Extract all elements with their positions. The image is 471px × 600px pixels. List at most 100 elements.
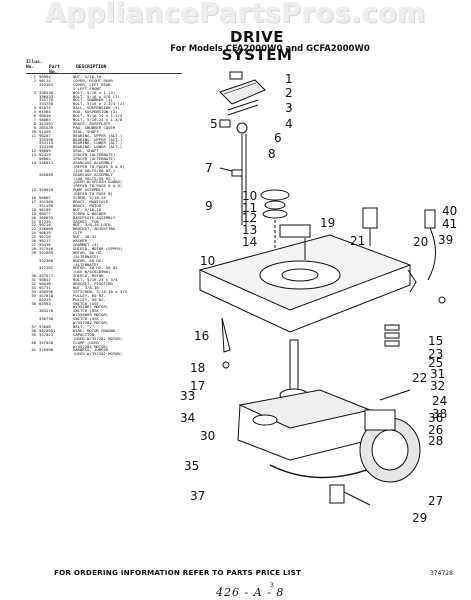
row-no: 12: [31, 149, 36, 154]
row-desc: BOLT, 5/16-24 x 1-3/8: [73, 117, 123, 122]
row-no: 13: [31, 153, 36, 158]
row-desc: PULLEY, 60 HZ.: [73, 293, 106, 298]
row-pn: 98063: [39, 117, 51, 122]
row-desc: SPACER (ALTERNATE): [73, 157, 116, 161]
ordering-note: FOR ORDERING INFORMATION REFER TO PARTS …: [54, 568, 302, 577]
row-desc: WIRE, MOTOR GROUND: [73, 328, 116, 333]
callout-25: 25: [428, 356, 443, 370]
callout-27: 27: [428, 494, 443, 508]
row-pn: 95731: [39, 285, 51, 290]
row-desc: CLIP: [73, 231, 83, 236]
callout-5: 5: [210, 117, 218, 131]
row-pn: 385889: [39, 172, 54, 177]
row-pn: 98048: [39, 114, 51, 118]
parts-list-row: (ALTERNATE): [26, 263, 182, 267]
row-no: 32: [31, 282, 36, 286]
callout-17: 17: [190, 379, 205, 393]
row-desc: COVER, LEFT REAR: [73, 82, 111, 87]
row-no: 3: [33, 90, 36, 95]
row-no: 11: [31, 133, 36, 138]
row-desc: BASEPLATE ASSEMBLY: [73, 215, 116, 220]
callout-15: 15: [428, 334, 443, 348]
row-no: 28: [31, 246, 36, 251]
row-desc: BEARING, LOWER (ALT.): [73, 141, 123, 146]
callout-39: 39: [438, 233, 453, 247]
row-no: 35: [31, 293, 36, 298]
row-desc: ROD, SUSPENSION (3): [73, 110, 118, 115]
row-desc: BRACE, MANIFOLD: [73, 200, 109, 204]
row-no: 40: [31, 340, 36, 345]
parts-list-row: W/356689 MOTOR): [26, 313, 182, 317]
row-pn: 336533: [39, 94, 54, 99]
row-no: 8: [33, 121, 36, 126]
row-no: 2: [33, 78, 36, 83]
parts-list-row: W/357282 MOTOR): [26, 321, 182, 325]
row-no: 23: [31, 227, 36, 232]
row-desc: GASKET, TUB: [73, 219, 99, 224]
row-desc: (ALTERNATE): [73, 254, 99, 259]
page-number: 3: [270, 582, 274, 589]
row-pn: 96867: [39, 196, 51, 200]
callout-11: 11: [242, 201, 257, 215]
row-desc: NUT, 3/8-16 LOCK: [73, 223, 111, 228]
row-desc: PULLEY, 50 HZ.: [73, 297, 106, 302]
row-no: 21: [31, 219, 36, 224]
callout-33: 33: [180, 389, 195, 403]
row-pn: 96877: [39, 211, 51, 216]
callout-8: 8: [268, 147, 276, 161]
row-desc: BOLT, 5/16-24 x 3/4: [73, 278, 118, 283]
row-pn: 9820951: [39, 328, 56, 333]
row-pn: 91058: [39, 129, 51, 134]
parts-list-row: (REFER TO PAGE 8 & 9): [26, 184, 182, 188]
exploded-parts-diagram: 1 2 3 4 5 6 7 8 9 10 11 12 13 14 15 16 1…: [180, 71, 457, 525]
row-desc: NUT, 5/16-18: [73, 75, 102, 79]
row-pn: 96619: [39, 231, 51, 236]
callout-34: 34: [180, 411, 195, 425]
row-no: 31: [31, 278, 36, 283]
row-desc: BRACE, MOTOR: [73, 203, 102, 208]
row-desc: SCREW, 5/16-18: [73, 196, 106, 200]
row-pn: 352360: [39, 258, 54, 263]
callout-32: 32: [430, 379, 445, 393]
callout-18: 18: [190, 361, 205, 375]
row-desc: SEAL, SHAFT: [73, 149, 99, 154]
callout-26: 26: [428, 423, 443, 437]
row-pn: [36, 352, 73, 356]
parts-list-row: W/352067 MOTOR): [26, 305, 182, 309]
row-desc: GEARCASE ASSEMBLY: [73, 172, 113, 177]
row-pn: 87230: [39, 219, 51, 224]
row-desc: CLAMP (USED: [73, 340, 99, 345]
row-no: 39: [31, 332, 36, 337]
row-desc: HARNESS, JUMPER: [73, 348, 109, 353]
suspension-rod-and-ball: [219, 122, 248, 225]
row-pn: 96609: [39, 149, 51, 154]
row-desc: NUT, 3/8-16: [73, 285, 99, 290]
row-no: 10: [31, 129, 36, 134]
row-pn: 356596: [39, 289, 54, 294]
callout-37: 37: [190, 489, 205, 503]
models-subtitle: For Models CFA2000W0 and GCFA2000W0: [170, 44, 370, 54]
row-desc: BRACKET, PIVOTING: [73, 282, 113, 286]
row-desc: BEARING, UPPER (ALT.): [73, 137, 123, 142]
parts-list-row: W/357282 MOTOR): [26, 345, 182, 349]
